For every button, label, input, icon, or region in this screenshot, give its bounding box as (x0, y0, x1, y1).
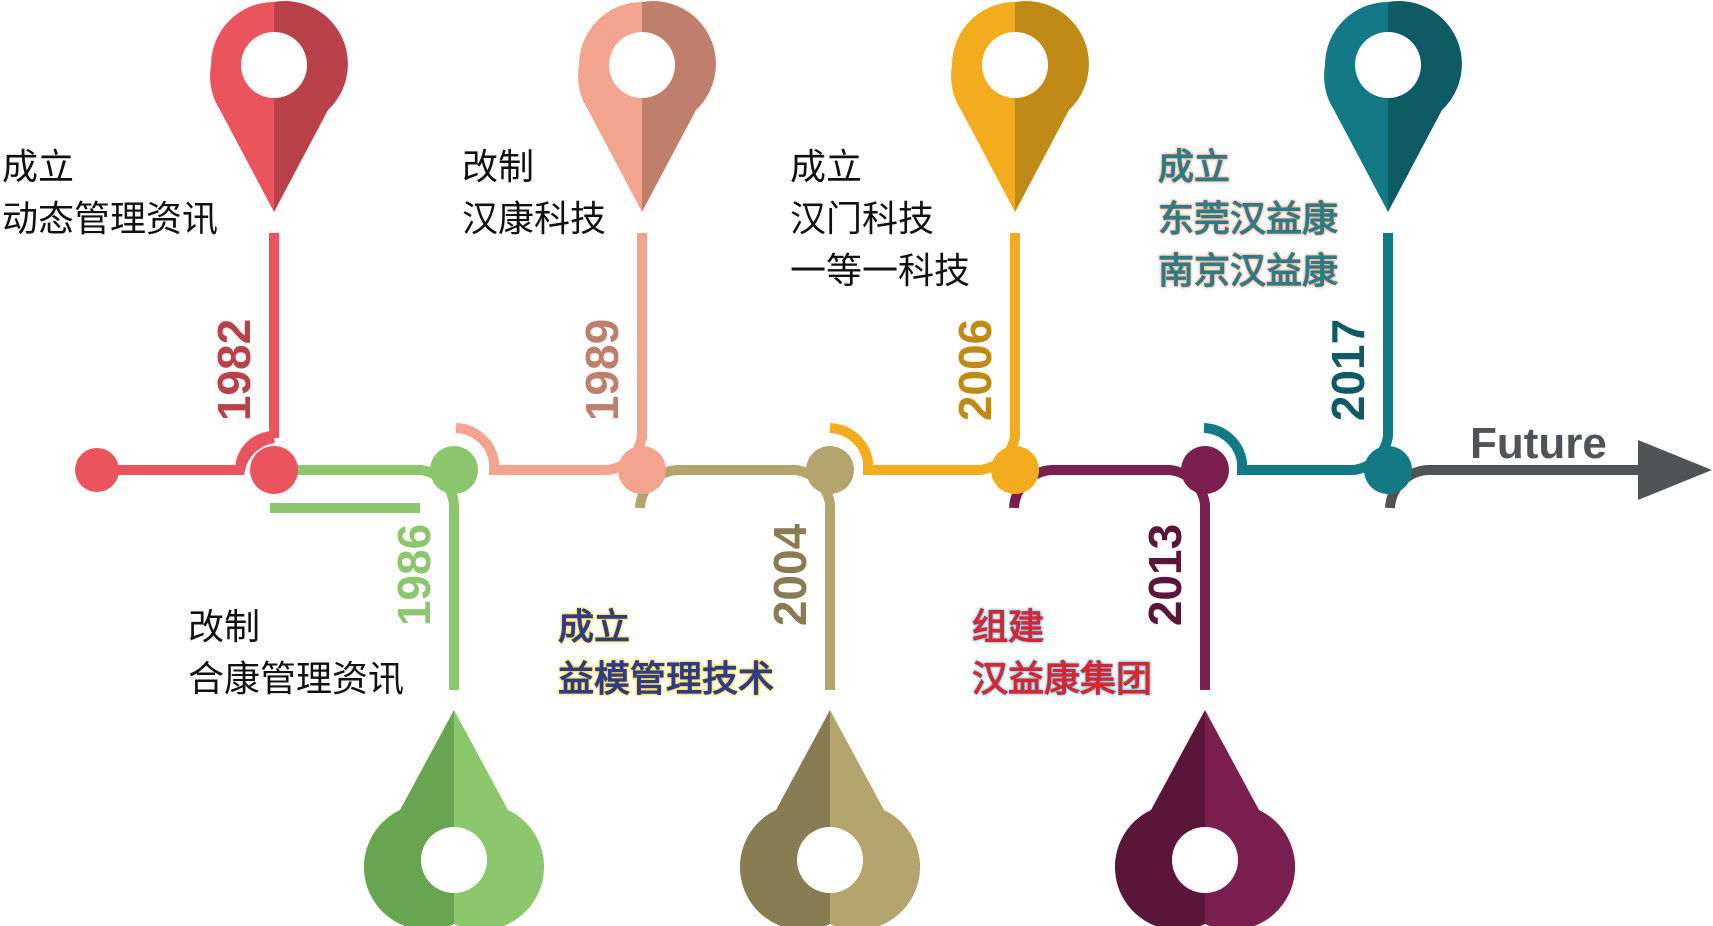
pin-hole (421, 827, 487, 893)
node-1986 (430, 446, 478, 494)
caption-line: 改制 (188, 607, 261, 648)
pin-1989 (578, 1, 716, 213)
year-label-1986: 1986 (388, 524, 440, 626)
map-pin-icon-shade (1015, 1, 1089, 213)
caption-1986: 改制 合康管理资讯 (188, 602, 404, 706)
map-pin-icon-shade (1205, 710, 1296, 926)
year-label-2013: 2013 (1139, 524, 1191, 626)
pin-1986 (363, 710, 545, 926)
future-label: Future (1470, 419, 1607, 468)
caption-2006: 成立 汉门科技 一等一科技 (790, 142, 970, 298)
caption-2017: 成立 东莞汉益康 南京汉益康 (1158, 142, 1338, 298)
segment-future (1385, 465, 1640, 509)
map-pin-icon (739, 710, 830, 926)
caption-2013: 组建 汉益康集团 (972, 602, 1152, 706)
map-pin-icon-shade (274, 1, 348, 212)
caption-line: 成立 (2, 147, 75, 188)
node-1989 (618, 446, 666, 494)
map-pin-icon-shade (642, 1, 716, 213)
node-2017 (1364, 446, 1412, 494)
node-1982 (250, 446, 298, 494)
caption-line: 成立 (790, 147, 863, 188)
caption-line: 汉益康集团 (972, 659, 1153, 700)
pin-hole (609, 32, 675, 98)
caption-line: 组建 (972, 607, 1045, 648)
caption-1989: 改制 汉康科技 (462, 142, 606, 246)
caption-line: 南京汉益康 (1158, 251, 1339, 292)
year-label-1989: 1989 (576, 319, 628, 421)
pin-hole (982, 32, 1048, 98)
year-label-2017: 2017 (1322, 319, 1374, 421)
map-pin-icon (363, 710, 454, 926)
node-2006 (991, 446, 1039, 494)
arc-1982 (235, 431, 275, 471)
node-2013 (1181, 446, 1229, 494)
caption-1982: 成立 动态管理资讯 (2, 142, 218, 246)
caption-line: 成立 (558, 607, 631, 648)
caption-line: 动态管理资讯 (2, 199, 219, 240)
node-2004 (806, 446, 854, 494)
caption-line: 一等一科技 (790, 251, 971, 292)
caption-line: 东莞汉益康 (1158, 199, 1339, 240)
future-arrowhead (1638, 440, 1712, 500)
year-label-1982: 1982 (208, 319, 260, 421)
pin-1982 (210, 1, 348, 212)
caption-line: 汉康科技 (462, 199, 607, 240)
map-pin-icon (1114, 710, 1205, 926)
caption-line: 合康管理资讯 (188, 659, 405, 700)
pin-hole (797, 827, 863, 893)
map-pin-icon-shade (454, 710, 545, 926)
map-pin-icon-shade (1388, 1, 1462, 213)
pin-hole (241, 32, 307, 98)
pin-2013 (1114, 710, 1296, 926)
year-label-2006: 2006 (949, 319, 1001, 421)
timeline-nodes (250, 446, 1412, 494)
pin-2004 (739, 710, 921, 926)
pin-2017 (1324, 1, 1462, 213)
caption-line: 改制 (462, 147, 535, 188)
caption-line: 益模管理技术 (558, 659, 775, 700)
pin-hole (1355, 32, 1421, 98)
caption-2004: 成立 益模管理技术 (558, 602, 774, 706)
map-pin-icon-shade (830, 710, 921, 926)
caption-line: 成立 (1158, 147, 1231, 188)
pin-2006 (951, 1, 1089, 213)
year-label-2004: 2004 (764, 523, 816, 626)
pin-hole (1172, 827, 1238, 893)
caption-line: 汉门科技 (790, 199, 935, 240)
